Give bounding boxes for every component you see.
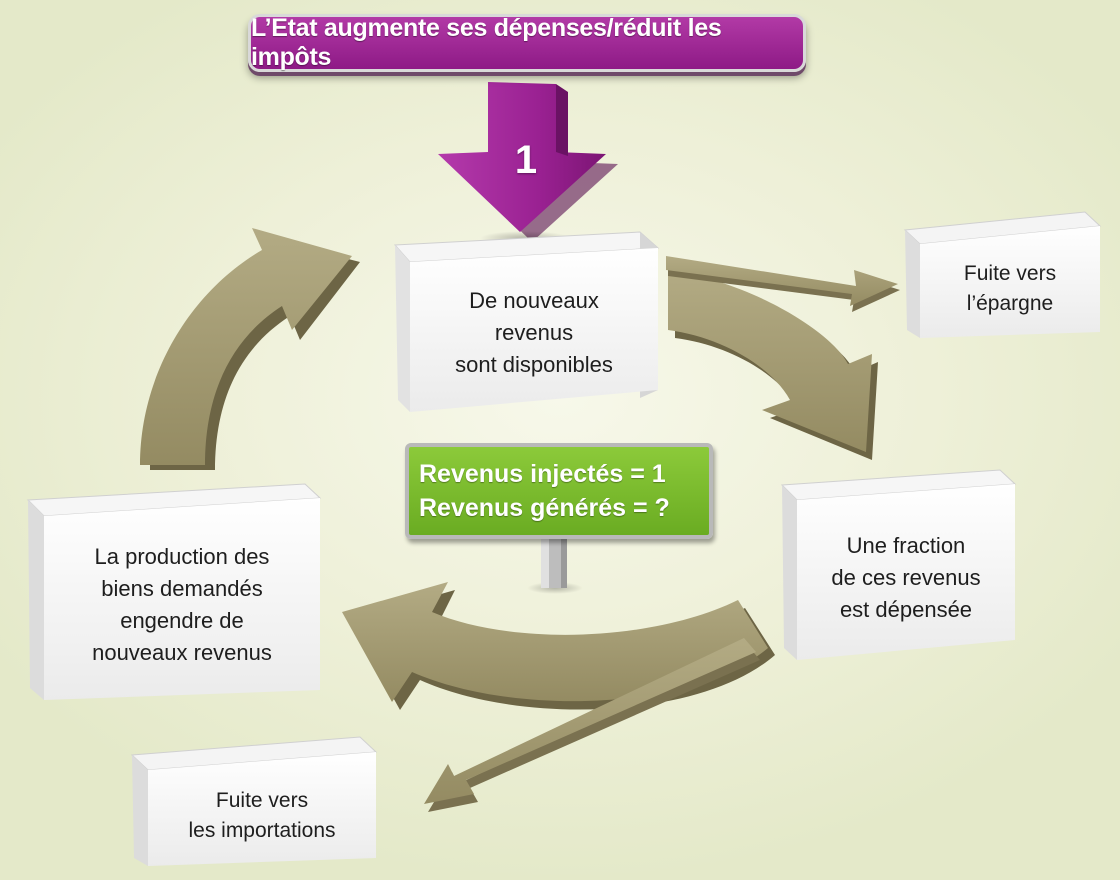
box-label-savings-leak: Fuite vers l’épargne <box>963 262 1057 315</box>
box-label-new-income: De nouveaux revenus sont disponibles <box>455 288 613 377</box>
purple-down-arrow <box>438 82 618 242</box>
box-label-spent-fraction: Une fraction de ces revenus est dépensée <box>831 533 981 622</box>
sign-line-injected: Revenus injectés = 1 <box>419 460 666 488</box>
leak-arrow-savings <box>666 256 900 312</box>
box-spent-fraction <box>780 469 1017 660</box>
sign-board: Revenus injectés = 1 Revenus générés = ? <box>405 443 713 539</box>
cycle-arrow-bottom <box>342 582 775 710</box>
policy-banner: L’Etat augmente ses dépenses/réduit les … <box>248 14 806 72</box>
step-number: 1 <box>514 138 538 182</box>
box-label-production: La production des biens demandés engendr… <box>92 544 272 665</box>
sign-line-generated: Revenus générés = ? <box>419 494 670 522</box>
cycle-arrow-left <box>140 228 360 470</box>
box-new-income <box>393 231 660 412</box>
box-label-imports-leak: Fuite vers les importations <box>188 789 336 842</box>
box-imports-leak <box>130 736 378 866</box>
leak-arrow-imports <box>424 638 760 812</box>
cycle-arrow-right <box>668 270 878 460</box>
box-production <box>26 483 322 700</box>
sign-post <box>527 532 583 594</box>
box-savings-leak <box>903 211 1102 338</box>
